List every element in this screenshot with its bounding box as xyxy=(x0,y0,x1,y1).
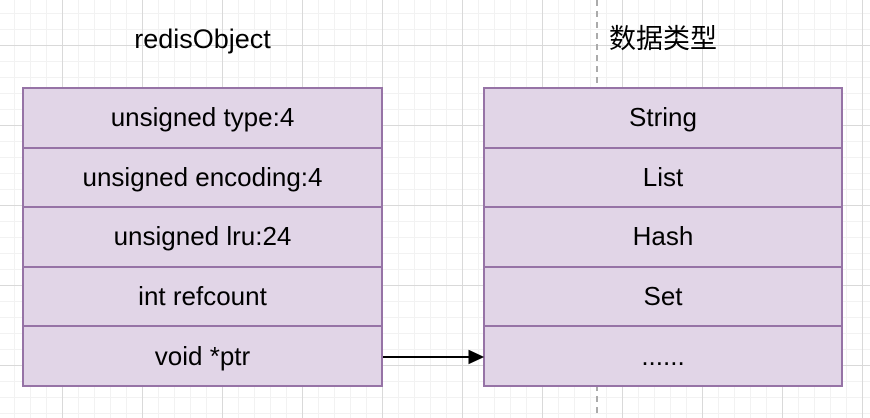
redisobject-table: unsigned type:4 unsigned encoding:4 unsi… xyxy=(22,87,383,387)
data-types-table: String List Hash Set ...... xyxy=(483,87,843,387)
table-row-unsigned-encoding: unsigned encoding:4 xyxy=(24,146,381,207)
table-row-void-ptr: void *ptr xyxy=(24,325,381,385)
table-row-int-refcount: int refcount xyxy=(24,265,381,326)
redisobject-title: redisObject xyxy=(134,24,271,54)
table-row-string: String xyxy=(629,102,697,133)
table-row-ellipsis: ...... xyxy=(485,325,841,385)
table-row-list: List xyxy=(485,146,841,207)
data-types-title: 数据类型 xyxy=(609,24,717,54)
table-row-unsigned-lru: unsigned lru:24 xyxy=(24,206,381,266)
table-row-unsigned-type: unsigned type:4 xyxy=(110,102,295,133)
pointer-arrow-icon xyxy=(383,349,485,365)
table-row-set: Set xyxy=(485,265,841,326)
table-row-hash: Hash xyxy=(485,206,841,266)
